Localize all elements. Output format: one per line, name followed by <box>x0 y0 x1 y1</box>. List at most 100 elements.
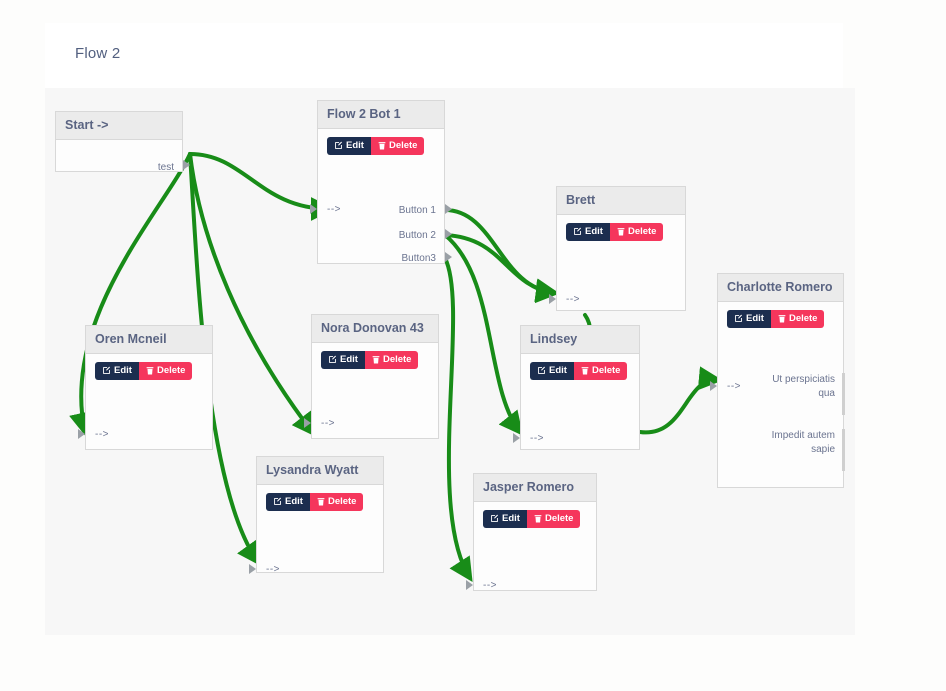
node-oren-mcneil[interactable]: Oren Mcneil Edit <box>78 325 213 450</box>
delete-button[interactable]: Delete <box>609 223 664 241</box>
node-action-buttons: Edit Delete <box>318 129 444 155</box>
delete-button-label: Delete <box>388 140 418 151</box>
flow-header-panel: Flow 2 <box>45 23 843 88</box>
edge-button2-to-lindsey <box>443 233 523 436</box>
node-in-port[interactable]: --> <box>483 580 497 591</box>
trash-icon <box>581 367 589 375</box>
node-in-port[interactable]: --> <box>327 204 341 215</box>
edit-button-label: Edit <box>285 496 303 507</box>
node-action-buttons: Edit Delete <box>521 354 639 380</box>
edge-lindsey-to-charlotte <box>638 366 723 435</box>
node-in-port[interactable]: --> <box>727 381 741 392</box>
edit-button-label: Edit <box>585 226 603 237</box>
edit-square-icon <box>329 355 337 364</box>
node-body: Edit Delete --> <box>513 354 639 450</box>
node-out-port-button3[interactable]: Button3 <box>401 253 436 264</box>
node-lysandra-wyatt[interactable]: Lysandra Wyatt Edit <box>249 456 384 575</box>
node-out-port-button2[interactable]: Button 2 <box>398 230 436 241</box>
edit-button[interactable]: Edit <box>266 493 310 511</box>
node-body: Edit Delete --> <box>549 215 685 311</box>
node-title: Jasper Romero <box>474 474 596 502</box>
in-port-arrow-icon <box>549 294 556 304</box>
edge-button1-to-brett <box>443 208 560 304</box>
delete-button[interactable]: Delete <box>364 351 419 369</box>
node-out-port-button1[interactable]: Button 1 <box>398 205 436 216</box>
delete-button[interactable]: Delete <box>526 510 581 528</box>
node-title: Oren Mcneil <box>86 326 212 354</box>
edit-square-icon <box>574 227 582 236</box>
delete-button-label: Delete <box>327 496 357 507</box>
out-port-handle[interactable] <box>842 373 845 415</box>
delete-button[interactable]: Delete <box>573 362 628 380</box>
edit-button[interactable]: Edit <box>327 137 371 155</box>
delete-button[interactable]: Delete <box>138 362 193 380</box>
node-action-buttons: Edit Delete <box>257 485 383 511</box>
node-in-port[interactable]: --> <box>566 294 580 305</box>
edge-start-to-flow2bot1 <box>188 152 335 221</box>
delete-button-label: Delete <box>788 313 818 324</box>
delete-button-label: Delete <box>544 513 574 524</box>
edit-square-icon <box>538 366 546 375</box>
node-title: Charlotte Romero <box>718 274 843 302</box>
node-out-port-test[interactable]: test <box>157 162 174 173</box>
delete-button-label: Delete <box>591 365 621 376</box>
node-in-port[interactable]: --> <box>266 564 280 575</box>
node-body: Edit Delete --> Ut perspiciatis qua Impe… <box>710 302 845 488</box>
node-nora-donovan[interactable]: Nora Donovan 43 Edit <box>304 314 439 439</box>
edit-button[interactable]: Edit <box>321 351 365 369</box>
edit-square-icon <box>335 141 343 150</box>
node-in-port[interactable]: --> <box>530 433 544 444</box>
in-port-arrow-icon <box>304 418 311 428</box>
node-action-buttons: Edit Delete <box>557 215 685 241</box>
in-port-arrow-icon <box>249 564 256 574</box>
node-body: test <box>56 140 190 173</box>
node-title: Brett <box>557 187 685 215</box>
delete-button[interactable]: Delete <box>370 137 425 155</box>
edit-button[interactable]: Edit <box>530 362 574 380</box>
node-charlotte-romero[interactable]: Charlotte Romero Edit <box>710 273 845 488</box>
out-port-arrow-icon <box>445 204 452 214</box>
edit-square-icon <box>491 514 499 523</box>
edit-button[interactable]: Edit <box>566 223 610 241</box>
in-port-arrow-icon <box>310 204 317 214</box>
out-port-arrow-icon <box>445 252 452 262</box>
trash-icon <box>146 367 154 375</box>
trash-icon <box>317 498 325 506</box>
edit-square-icon <box>274 497 282 506</box>
edit-button-label: Edit <box>340 354 358 365</box>
edit-button[interactable]: Edit <box>483 510 527 528</box>
node-out-port-ut-perspiciatis[interactable]: Ut perspiciatis qua <box>772 374 835 399</box>
node-brett[interactable]: Brett Edit Dele <box>549 186 686 311</box>
in-port-arrow-icon <box>710 381 717 391</box>
edit-button-label: Edit <box>549 365 567 376</box>
edit-button[interactable]: Edit <box>727 310 771 328</box>
node-out-port-impedit-autem[interactable]: Impedit autem sapie <box>771 430 835 455</box>
node-flow2bot1[interactable]: Flow 2 Bot 1 Edit <box>310 100 452 264</box>
out-port-handle[interactable] <box>842 429 845 471</box>
trash-icon <box>534 515 542 523</box>
node-body: Edit Delete --> <box>304 343 438 439</box>
flow-canvas[interactable]: Start -> test Flow 2 Bot 1 Edit <box>45 88 855 635</box>
out-port-arrow-icon <box>183 160 190 170</box>
node-lindsey[interactable]: Lindsey Edit De <box>513 325 640 450</box>
trash-icon <box>378 142 386 150</box>
node-title: Flow 2 Bot 1 <box>318 101 444 129</box>
node-start[interactable]: Start -> test <box>55 111 190 173</box>
node-action-buttons: Edit Delete <box>718 302 843 328</box>
trash-icon <box>617 228 625 236</box>
node-in-port[interactable]: --> <box>95 429 109 440</box>
delete-button-label: Delete <box>382 354 412 365</box>
delete-button[interactable]: Delete <box>770 310 825 328</box>
delete-button[interactable]: Delete <box>309 493 364 511</box>
trash-icon <box>372 356 380 364</box>
edit-button[interactable]: Edit <box>95 362 139 380</box>
node-body: Edit Delete --> <box>249 485 383 575</box>
node-title: Lindsey <box>521 326 639 354</box>
in-port-arrow-icon <box>78 429 85 439</box>
node-title: Start -> <box>56 112 182 140</box>
edit-button-label: Edit <box>114 365 132 376</box>
node-jasper-romero[interactable]: Jasper Romero Edit <box>466 473 597 591</box>
node-in-port[interactable]: --> <box>321 418 335 429</box>
delete-button-label: Delete <box>156 365 186 376</box>
node-body: Edit Delete --> Button 1 Button 2 <box>310 129 452 264</box>
